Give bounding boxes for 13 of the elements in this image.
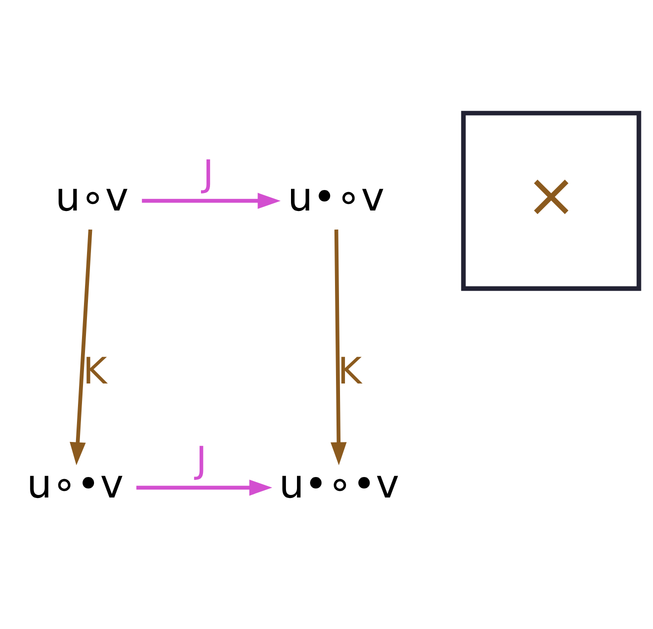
node-box: × (461, 110, 642, 291)
edge-label: J (202, 152, 214, 195)
arrow (136, 480, 272, 496)
edge-label: K (82, 349, 107, 392)
edge-label: J (196, 438, 207, 482)
arrow (142, 192, 281, 209)
node-text: u∘•v (26, 461, 124, 508)
node-text: u•∘•v (278, 461, 400, 508)
node-text: u∘v (55, 174, 129, 220)
arrow (330, 230, 347, 466)
node-text: u•∘v (288, 174, 384, 220)
edge-label: K (338, 349, 362, 392)
arrow (70, 229, 92, 466)
